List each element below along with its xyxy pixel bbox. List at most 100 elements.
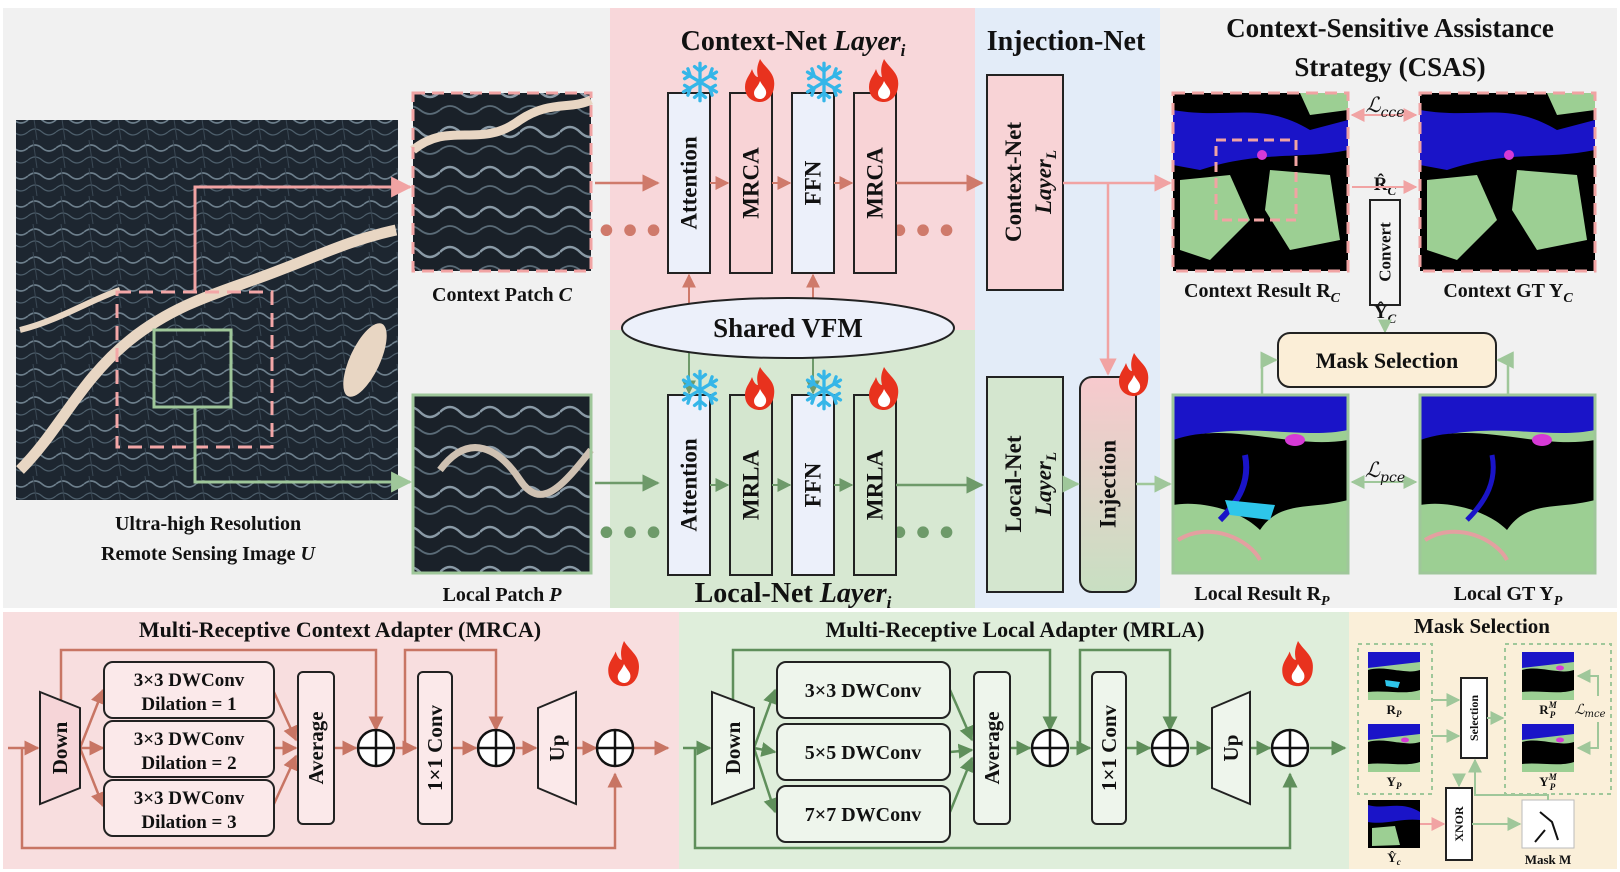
xnor-block: XNOR [1445, 787, 1473, 861]
local-patch-label: Local Patch P [443, 584, 563, 606]
svg-text:Convert: Convert [1376, 222, 1395, 282]
csas-title-2: Strategy (CSAS) [1294, 52, 1485, 82]
mrla-title: Multi-Receptive Local Adapter (MRLA) [825, 617, 1204, 642]
river-branch [19, 287, 121, 333]
mrca-average-block: Average [297, 671, 335, 825]
mask-rp-label: RP [1387, 702, 1402, 719]
svg-text:Injection: Injection [1096, 440, 1121, 528]
local-ellipsis-right: ••• [888, 511, 959, 557]
local-result-label: Local Result RP [1194, 583, 1330, 609]
svg-text:XNOR: XNOR [1452, 806, 1466, 842]
svg-text:MRCA: MRCA [739, 147, 764, 219]
river-path [16, 224, 398, 474]
context-block-mrca-1: MRCA [729, 92, 773, 274]
context-gt-image [1418, 91, 1597, 273]
mrca-add-2 [476, 728, 516, 768]
ultra-image-label-1: Ultra-high Resolution [115, 513, 301, 535]
context-block-mrca-2: MRCA [853, 92, 897, 274]
svg-text:Dilation = 3: Dilation = 3 [141, 812, 236, 833]
mrla-add-2 [1150, 728, 1190, 768]
context-patch-river [410, 95, 593, 154]
mrca-title: Multi-Receptive Context Adapter (MRCA) [139, 617, 541, 642]
mask-rp-thumb [1368, 652, 1420, 700]
local-block-mrla-2: MRLA [853, 394, 897, 576]
shared-vfm-ellipse [621, 297, 955, 359]
context-result-label: Context Result RC [1184, 280, 1341, 306]
local-net-title: Local-Net Layeri [695, 578, 892, 612]
mask-yp-thumb [1368, 724, 1420, 772]
svg-text:Mask Selection: Mask Selection [1316, 348, 1458, 373]
mask-m-thumb [1521, 799, 1575, 849]
local-result-image [1171, 393, 1350, 575]
svg-text:3×3 DWConv: 3×3 DWConv [805, 680, 921, 702]
svg-text:1×1 Conv: 1×1 Conv [1097, 704, 1121, 791]
local-result-to-mask [1260, 351, 1278, 395]
svg-text:Average: Average [980, 711, 1004, 784]
yc-hat-label: ŶC [1374, 301, 1397, 326]
mrla-down-block: Down [711, 690, 755, 806]
svg-text:Dilation = 1: Dilation = 1 [141, 694, 236, 715]
mrca-branch-3: 3×3 DWConv Dilation = 3 [103, 779, 275, 837]
mrla-branch-1: 3×3 DWConv [776, 661, 951, 719]
local-gt-label: Local GT YP [1454, 583, 1563, 609]
mrla-branch-3: 7×7 DWConv [776, 785, 951, 843]
svg-text:Selection: Selection [1467, 695, 1481, 741]
svg-text:3×3 DWConv: 3×3 DWConv [134, 670, 245, 691]
mask-ypm-thumb [1522, 724, 1574, 772]
mask-panel-wires [1432, 669, 1599, 831]
svg-text:FFN: FFN [801, 462, 826, 507]
mrca-branch-2: 3×3 DWConv Dilation = 2 [103, 720, 275, 778]
sandbar [343, 323, 387, 397]
context-patch-image [413, 93, 591, 271]
mrla-add-1 [1030, 728, 1070, 768]
mask-m-label: Mask M [1525, 852, 1572, 867]
context-ellipsis-left: ••• [595, 209, 666, 255]
svg-text:7×7 DWConv: 7×7 DWConv [805, 804, 921, 826]
mask-panel-title: Mask Selection [1414, 614, 1550, 638]
context-gt-label: Context GT YC [1443, 280, 1573, 306]
context-net-title: Context-Net Layeri [681, 26, 906, 60]
mask-selection-box: Mask Selection [1277, 332, 1497, 388]
local-crop-box [152, 328, 233, 409]
injection-block: Injection [1079, 376, 1137, 593]
injection-net-title: Injection-Net [987, 26, 1146, 57]
mrla-up-block: Up [1211, 690, 1251, 806]
mrca-add-1 [356, 728, 396, 768]
convert-block: Convert [1369, 199, 1401, 306]
loss-cce-label: ℒcce [1365, 93, 1404, 121]
mask-rpm-thumb [1522, 652, 1574, 700]
local-ellipsis-left: ••• [595, 511, 666, 557]
mrla-add-3 [1270, 728, 1310, 768]
local-crop-connector [193, 407, 413, 493]
ultra-image-label-2: Remote Sensing Image U [101, 543, 316, 565]
context-patch-frame [411, 91, 593, 273]
mrla-branch-2: 5×5 DWConv [776, 723, 951, 781]
svg-text:Up: Up [545, 735, 569, 762]
context-block-ffn: FFN [791, 92, 835, 274]
mrla-wires [683, 648, 1347, 850]
svg-text:Up: Up [1219, 735, 1243, 762]
context-patch-label: Context Patch C [432, 284, 573, 306]
mrca-conv1x1-block: 1×1 Conv [417, 671, 453, 825]
mrca-up-block: Up [537, 690, 577, 806]
svg-text:5×5 DWConv: 5×5 DWConv [805, 742, 921, 764]
local-block-mrla-1: MRLA [729, 394, 773, 576]
svg-text:Down: Down [721, 721, 745, 774]
mrca-wires [8, 648, 670, 850]
context-block-attention: Attention [667, 92, 711, 274]
local-patch-river [437, 444, 594, 498]
loss-pce-label: ℒpce [1365, 458, 1405, 486]
svg-text:3×3 DWConv: 3×3 DWConv [134, 788, 245, 809]
context-ellipsis-right: ••• [888, 209, 959, 255]
svg-text:Attention: Attention [677, 438, 702, 531]
mrca-branch-1: 3×3 DWConv Dilation = 1 [103, 661, 275, 719]
context-crop-connector [193, 176, 413, 292]
mask-yc-label: Ŷc [1387, 850, 1400, 867]
local-gt-image [1418, 393, 1597, 575]
selection-block: Selection [1460, 677, 1488, 759]
